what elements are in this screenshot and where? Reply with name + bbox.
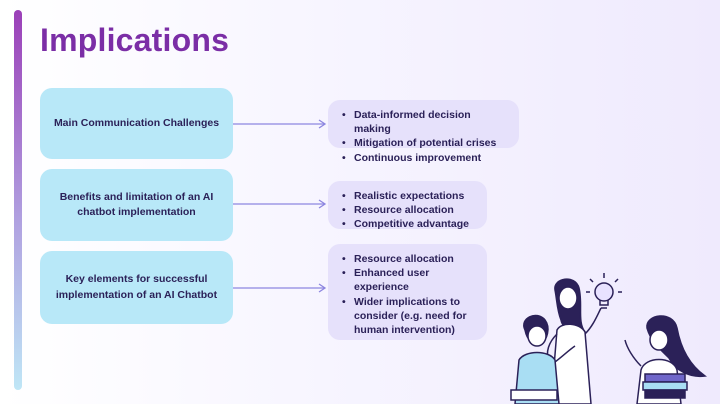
- slide-title: Implications: [40, 22, 230, 58]
- arrow-connector: [233, 199, 328, 209]
- arrow-right-icon: [233, 199, 327, 209]
- topic-box-benefits-limitations: Benefits and limitation of an AI chatbot…: [40, 169, 233, 241]
- implications-box-2: Realistic expectations Resource allocati…: [328, 181, 487, 232]
- topic-label: Key elements for successful implementati…: [55, 273, 218, 301]
- list-item: Competitive advantage: [340, 217, 475, 231]
- arrow-right-icon: [233, 283, 327, 293]
- topic-label: Benefits and limitation of an AI chatbot…: [59, 190, 214, 218]
- implications-box-3: Resource allocation Enhanced user experi…: [328, 244, 487, 340]
- list-item: Enhanced user experience: [340, 266, 475, 294]
- arrow-right-icon: [233, 119, 327, 129]
- list-item: Mitigation of potential crises: [340, 136, 507, 150]
- list-item: Data-informed decision making: [340, 108, 507, 136]
- topic-box-key-elements: Key elements for successful implementati…: [40, 251, 233, 324]
- list-item: Continuous improvement: [340, 151, 507, 165]
- implications-box-1: Data-informed decision making Mitigation…: [328, 100, 519, 165]
- list-item: Resource allocation: [340, 203, 475, 217]
- list-item: Resource allocation: [340, 252, 475, 266]
- topic-box-communication-challenges: Main Communication Challenges: [40, 88, 233, 159]
- lightbulb-icon: [586, 273, 622, 309]
- list-item: Wider implications to consider (e.g. nee…: [340, 295, 475, 338]
- list-item: Realistic expectations: [340, 189, 475, 203]
- decorative-side-bar: [14, 10, 22, 390]
- arrow-connector: [233, 119, 328, 129]
- people-with-lightbulb-illustration: [510, 273, 707, 404]
- topic-label: Main Communication Challenges: [53, 116, 220, 129]
- arrow-connector: [233, 283, 328, 293]
